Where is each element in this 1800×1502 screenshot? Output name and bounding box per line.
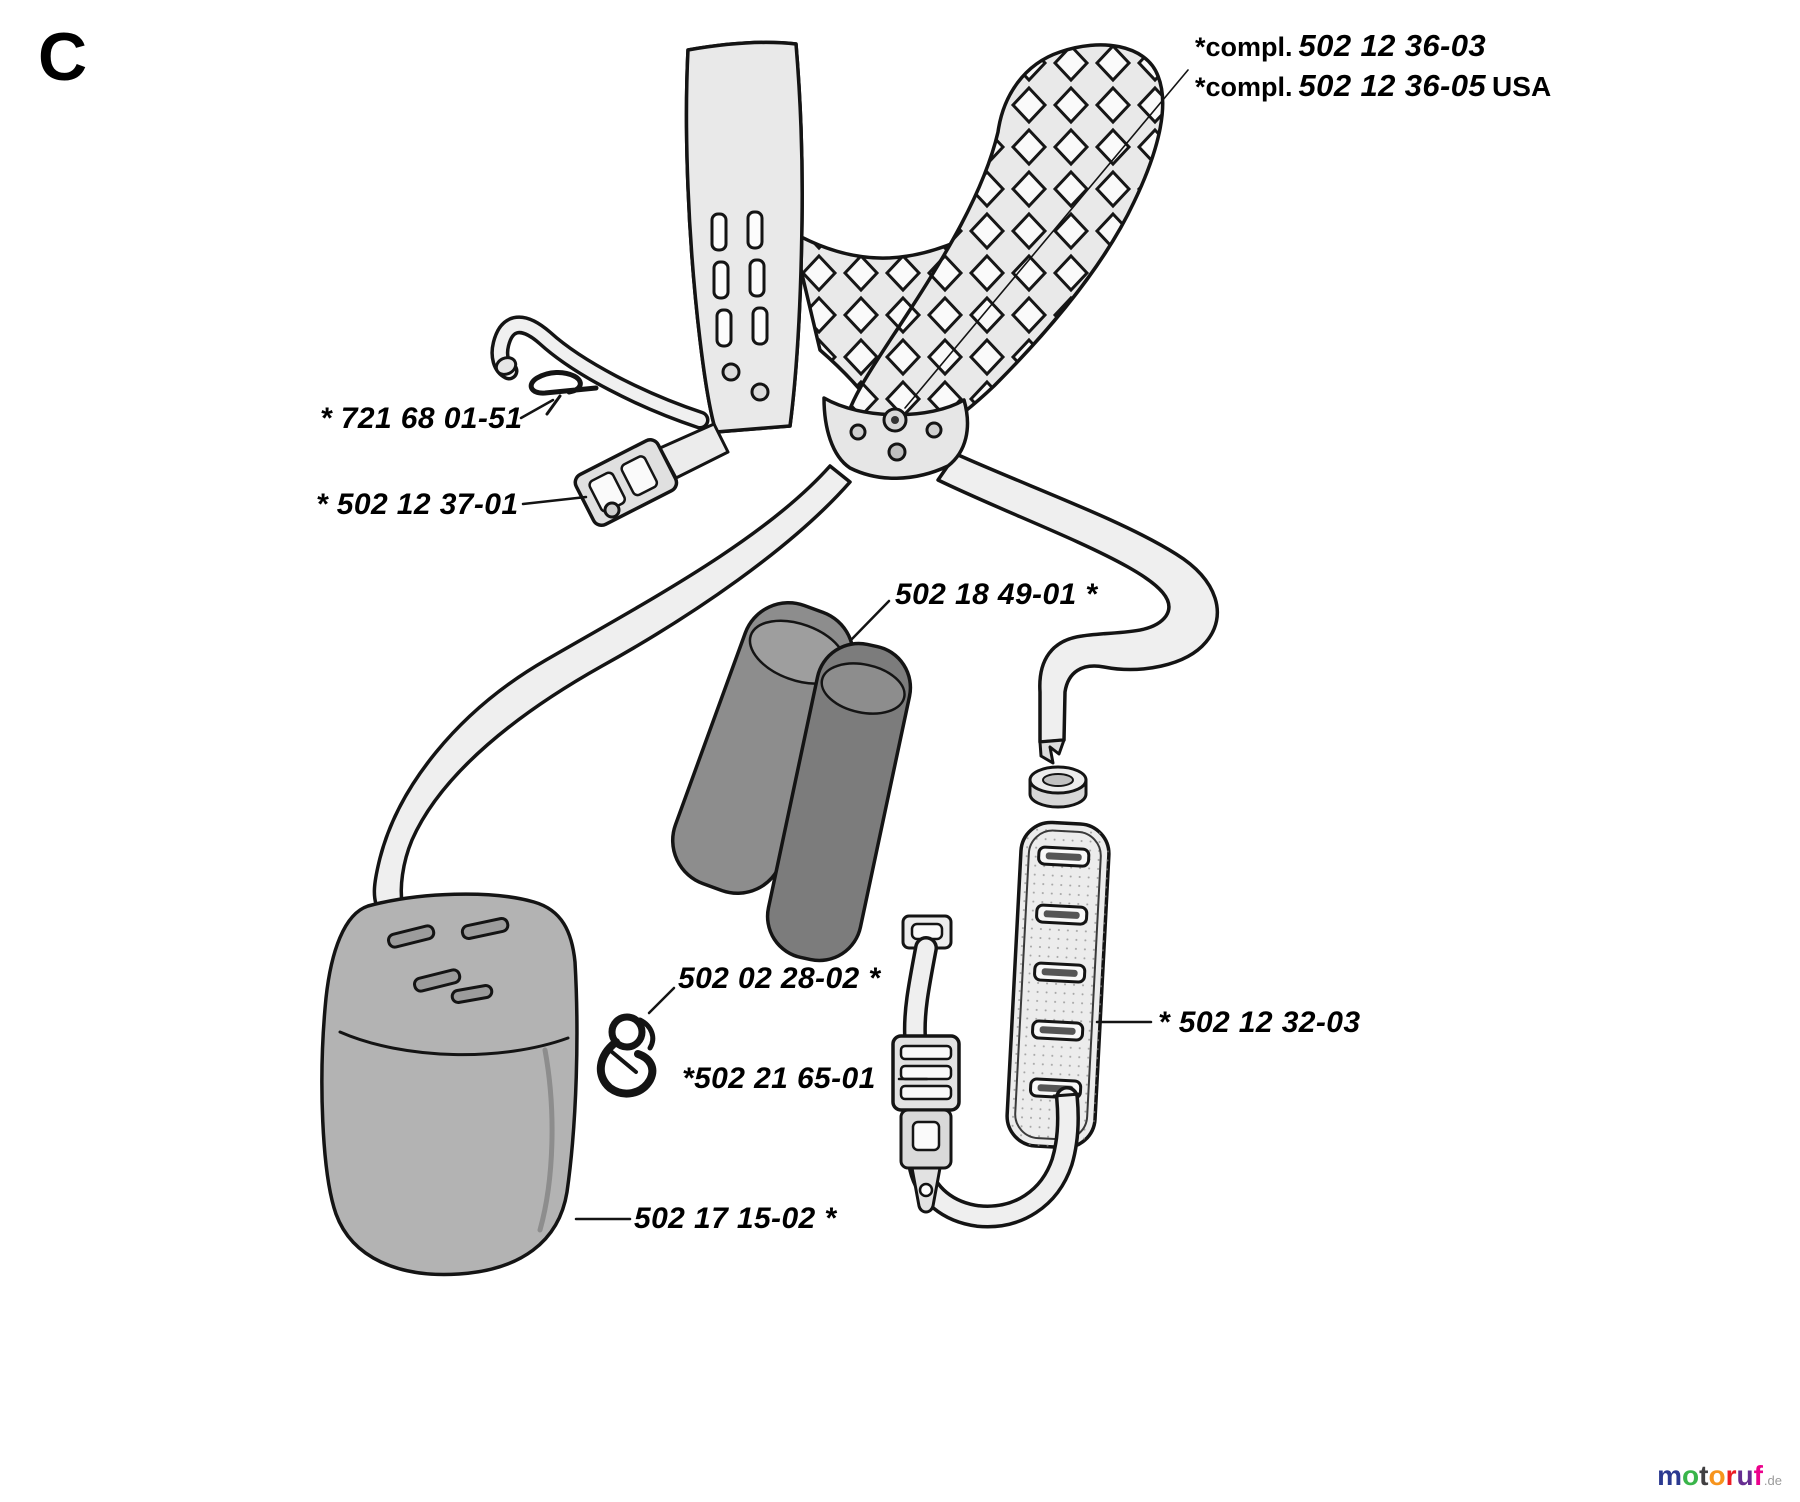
compl-prefix: *compl. [1195, 72, 1293, 102]
watermark-letter: f [1753, 1460, 1763, 1491]
hip-pad [1005, 820, 1111, 1150]
leader-lines [519, 69, 1189, 1221]
compl-row-1: *compl. 502 12 36-03 [1195, 28, 1551, 64]
spacer-ring [1028, 765, 1088, 809]
watermark-letter: o [1682, 1460, 1700, 1491]
harness-junction [822, 396, 970, 480]
part-label-hip-pad: * 502 12 32-03 [1158, 1006, 1361, 1039]
part-label-pouch: 502 17 15-02 * [634, 1202, 837, 1235]
section-letter: C [38, 19, 88, 95]
snap-hook [597, 1013, 657, 1098]
watermark-logo: m o t o r u f .de [1657, 1460, 1782, 1492]
watermark-letter: r [1725, 1460, 1737, 1491]
waist-buckle-assembly [891, 914, 1082, 1229]
part-label-pin: * 721 68 01-51 [320, 402, 523, 435]
part-label-snap-hook: 502 02 28-02 * [678, 962, 881, 995]
watermark-letter: o [1708, 1460, 1726, 1491]
compl-row-2: *compl. 502 12 36-05 USA [1195, 68, 1551, 104]
compl-suffix: USA [1492, 71, 1552, 102]
cotter-pin [528, 370, 599, 416]
torn-strap-end [1038, 738, 1066, 765]
part-label-strap-buckle: *502 21 65-01 [682, 1062, 876, 1095]
pouch [320, 892, 579, 1277]
part-label-small-buckle: * 502 12 37-01 [316, 488, 519, 521]
foam-pad-2 [765, 641, 913, 963]
compl-part-number: 502 12 36-03 [1298, 28, 1487, 63]
small-buckle [573, 422, 730, 528]
hanger-strap [490, 315, 710, 430]
watermark-letter: t [1699, 1460, 1709, 1491]
compl-labels: *compl. 502 12 36-03 *compl. 502 12 36-0… [1195, 28, 1551, 108]
watermark-letter: m [1657, 1460, 1683, 1491]
pouch-slots [387, 916, 510, 1004]
watermark-suffix: .de [1763, 1473, 1782, 1488]
watermark-letter: u [1736, 1460, 1754, 1491]
right-shoulder-strap [842, 43, 1165, 459]
compl-part-number: 502 12 36-05 [1298, 68, 1487, 103]
right-waist-strap [936, 452, 1220, 765]
compl-prefix: *compl. [1195, 32, 1293, 62]
strap-slots [710, 210, 769, 348]
part-label-foam-pads: 502 18 49-01 * [895, 578, 1098, 611]
left-shoulder-strap [684, 40, 804, 434]
